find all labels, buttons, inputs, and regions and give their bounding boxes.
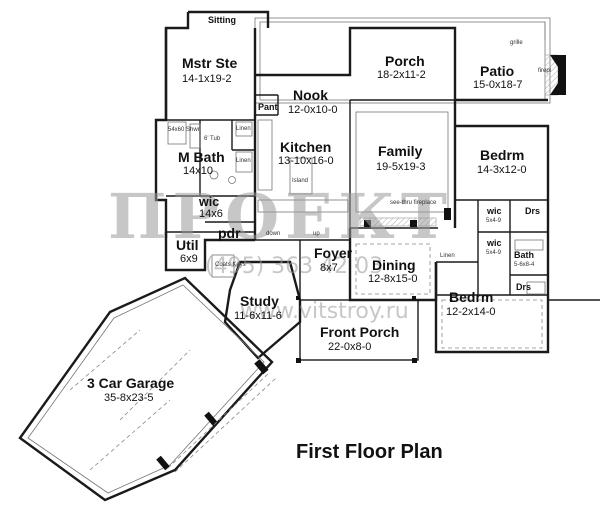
note-island: Island <box>292 178 308 184</box>
walls <box>18 10 600 502</box>
room-nook-dims: 12-0x10-0 <box>288 104 338 116</box>
watermark: ПРОЕКТ (495) 363 42 03 www.vitstroy.ru <box>108 180 453 324</box>
room-wic-right-bottom-dims: 5x4-9 <box>486 250 502 256</box>
room-front-porch-dims: 22-0x8-0 <box>328 341 371 353</box>
room-bedrm-right-name: Bedrm <box>480 147 524 163</box>
room-mstr-ste-dims: 14-1x19-2 <box>182 73 232 85</box>
note-firepl: firepl <box>538 68 551 74</box>
note-tub: 6' Tub <box>204 136 221 142</box>
note-linen-master: Linen <box>236 126 251 132</box>
room-study-name: Study <box>240 293 279 309</box>
note-down: down <box>266 231 280 237</box>
room-garage-name: 3 Car Garage <box>87 375 174 391</box>
note-see-thru-fireplace: see-thru fireplace <box>390 200 437 206</box>
watermark-phone: (495) 363 42 03 <box>205 254 383 279</box>
room-pant-name: Pant <box>258 102 278 112</box>
room-family-dims: 19-5x19-3 <box>376 161 426 173</box>
room-m-bath-name: M Bath <box>178 149 225 165</box>
watermark-logo: ПРОЕКТ <box>108 180 453 253</box>
room-porch-name: Porch <box>385 53 425 69</box>
note-shwr: 54x60 Shwr <box>168 127 200 133</box>
room-front-porch-name: Front Porch <box>320 324 399 340</box>
note-grille: grille <box>510 40 523 46</box>
room-nook-name: Nook <box>293 87 328 103</box>
room-family-name: Family <box>378 143 423 159</box>
room-mstr-ste-name: Mstr Ste <box>182 55 237 71</box>
room-bath-dims: 5-6x8-4 <box>514 262 535 268</box>
room-pdr-name: pdr <box>218 225 241 241</box>
watermark-url: www.vitstroy.ru <box>240 299 409 324</box>
room-patio-dims: 15-0x18-7 <box>473 79 523 91</box>
room-wic-master-name: wic <box>198 195 219 209</box>
room-bedrm-bottom-dims: 12-2x14-0 <box>446 306 496 318</box>
room-dining-name: Dining <box>372 257 416 273</box>
room-kitchen-name: Kitchen <box>280 139 331 155</box>
room-wic-right-top-dims: 5x4-9 <box>486 218 502 224</box>
room-drs-bottom-name: Drs <box>516 282 531 292</box>
note-linen-bath: Linen <box>236 158 251 164</box>
room-garage-dims: 35-8x23-5 <box>104 392 154 404</box>
room-wic-master-dims: 14x6 <box>199 208 223 220</box>
plan-title: First Floor Plan <box>296 441 443 463</box>
room-wic-right-bottom-name: wic <box>486 238 502 248</box>
room-foyer-dims: 8x7 <box>320 262 338 274</box>
room-m-bath-dims: 14x10 <box>183 165 213 177</box>
room-bedrm-right-dims: 14-3x12-0 <box>477 164 527 176</box>
room-bath-name: Bath <box>514 250 534 260</box>
room-util-dims: 6x9 <box>180 253 198 265</box>
room-drs-top-name: Drs <box>525 206 540 216</box>
room-study-dims: 11-6x11-6 <box>234 310 282 322</box>
plan-notes: grille firepl 54x60 Shwr 6' Tub Linen Li… <box>168 40 551 268</box>
note-linen-hall: Linen <box>440 253 455 259</box>
fixtures <box>69 54 566 473</box>
room-sitting-name: Sitting <box>208 15 236 25</box>
note-up: up <box>313 231 320 237</box>
room-dining-dims: 12-8x15-0 <box>368 273 418 285</box>
room-patio-name: Patio <box>480 63 514 79</box>
room-bedrm-bottom-name: Bedrm <box>449 289 493 305</box>
room-util-name: Util <box>176 237 199 253</box>
note-coats-keys: Coats Keys <box>215 262 246 268</box>
room-wic-right-top-name: wic <box>486 206 502 216</box>
room-foyer-name: Foyer <box>314 245 353 261</box>
room-kitchen-dims: 13-10x16-0 <box>278 155 334 167</box>
room-labels: Sitting Mstr Ste 14-1x19-2 Nook 12-0x10-… <box>87 15 540 404</box>
room-porch-dims: 18-2x11-2 <box>377 69 426 81</box>
